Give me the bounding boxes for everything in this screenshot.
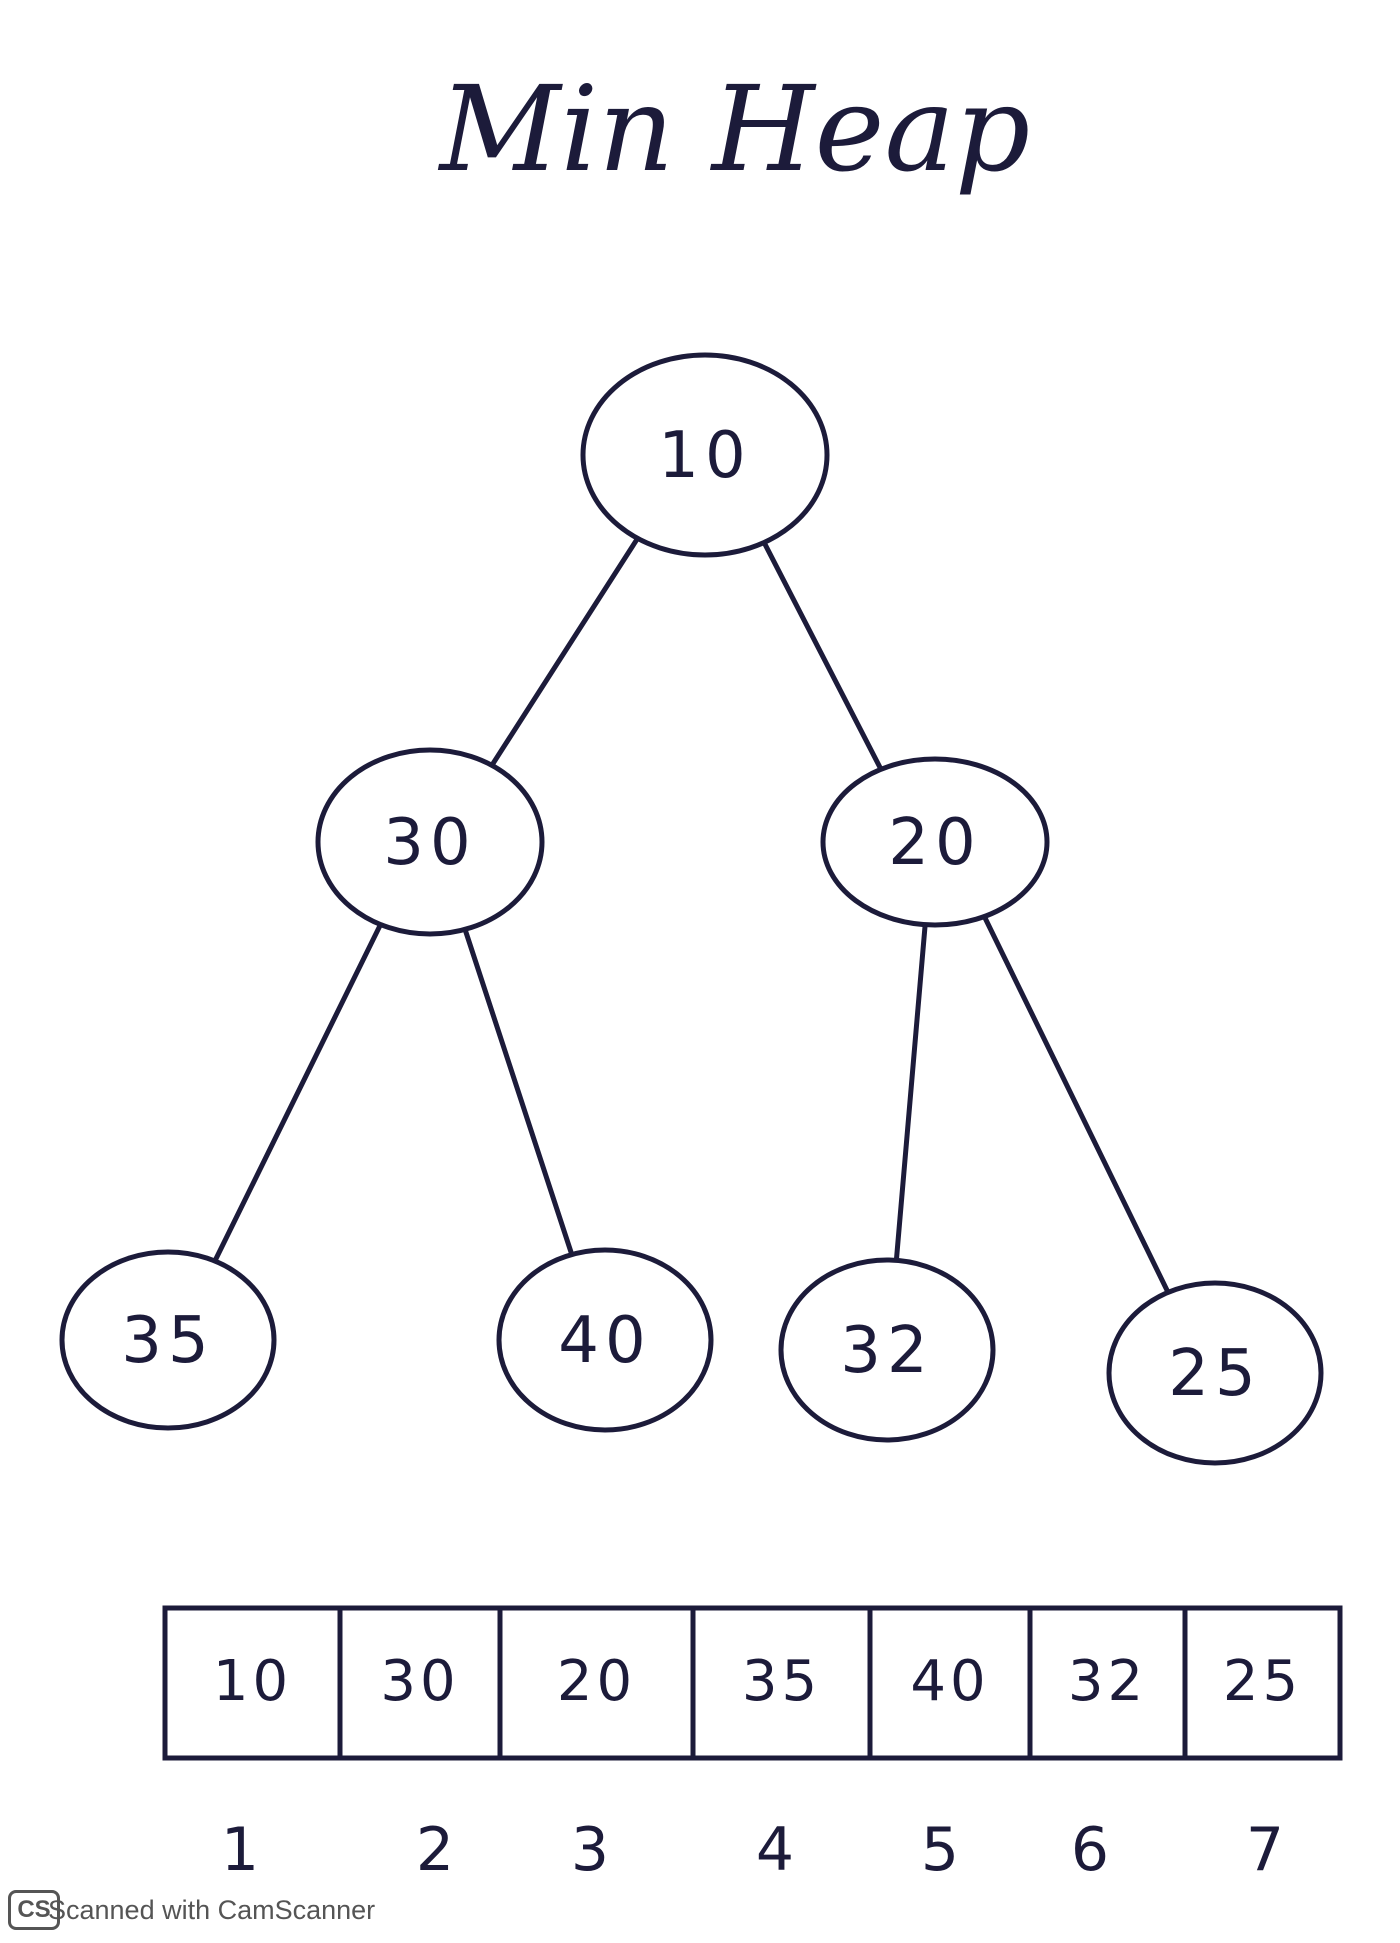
tree-edge	[460, 921, 576, 1262]
node-circle	[496, 1247, 714, 1433]
tree-node: 35	[59, 1249, 277, 1431]
array-index-label: 6	[1071, 1815, 1109, 1885]
node-value: 25	[1168, 1337, 1261, 1411]
node-value: 32	[840, 1314, 933, 1388]
tree-node: 32	[778, 1257, 996, 1443]
tree-edges	[209, 529, 1174, 1300]
tree-node: 10	[580, 352, 830, 558]
scanner-watermark: CS Scanned with CamScanner	[8, 1888, 375, 1932]
node-value: 30	[383, 806, 476, 880]
node-circle	[820, 756, 1050, 928]
array-index-label: 3	[571, 1815, 609, 1885]
watermark-text: Scanned with CamScanner	[48, 1894, 376, 1925]
node-circle	[778, 1257, 996, 1443]
array-index-label: 5	[921, 1815, 959, 1885]
array-cell-value: 25	[1223, 1649, 1302, 1714]
node-value: 20	[888, 806, 981, 880]
node-circle	[1106, 1280, 1324, 1466]
tree-edge	[758, 534, 887, 777]
array-indices: 1 2 3 4 5 6 7	[221, 1815, 1284, 1885]
tree-edge	[979, 909, 1174, 1300]
array-index-label: 4	[756, 1815, 794, 1885]
array-cell-value: 35	[742, 1649, 821, 1714]
tree-node: 40	[496, 1247, 714, 1433]
heap-array: 10 30 20 35 40 32 25	[162, 1605, 1343, 1761]
camscanner-logo: CS	[8, 1890, 60, 1930]
tree-node: 30	[315, 747, 545, 937]
array-index-label: 7	[1246, 1815, 1284, 1885]
tree-edge	[485, 529, 644, 774]
array-cell-value: 10	[213, 1649, 292, 1714]
node-value: 40	[558, 1304, 651, 1378]
array-cell-value: 20	[557, 1649, 636, 1714]
tree-node: 25	[1106, 1280, 1324, 1466]
node-circle	[315, 747, 545, 937]
tree-edge	[209, 916, 386, 1269]
array-cell-value: 32	[1068, 1649, 1147, 1714]
array-index-label: 2	[416, 1815, 454, 1885]
array-frame	[162, 1605, 1343, 1761]
node-value: 35	[121, 1304, 214, 1378]
tree-edge	[893, 918, 929, 1268]
tree-nodes: 10 30 20 35 40 32 25	[59, 352, 1324, 1466]
array-cell-value: 30	[380, 1649, 459, 1714]
node-circle	[580, 352, 830, 558]
diagram-title: Min Heap	[438, 60, 1031, 198]
node-value: 10	[658, 419, 751, 493]
node-circle	[59, 1249, 277, 1431]
tree-node: 20	[820, 756, 1050, 928]
array-cell-value: 40	[910, 1649, 989, 1714]
array-index-label: 1	[221, 1815, 259, 1885]
